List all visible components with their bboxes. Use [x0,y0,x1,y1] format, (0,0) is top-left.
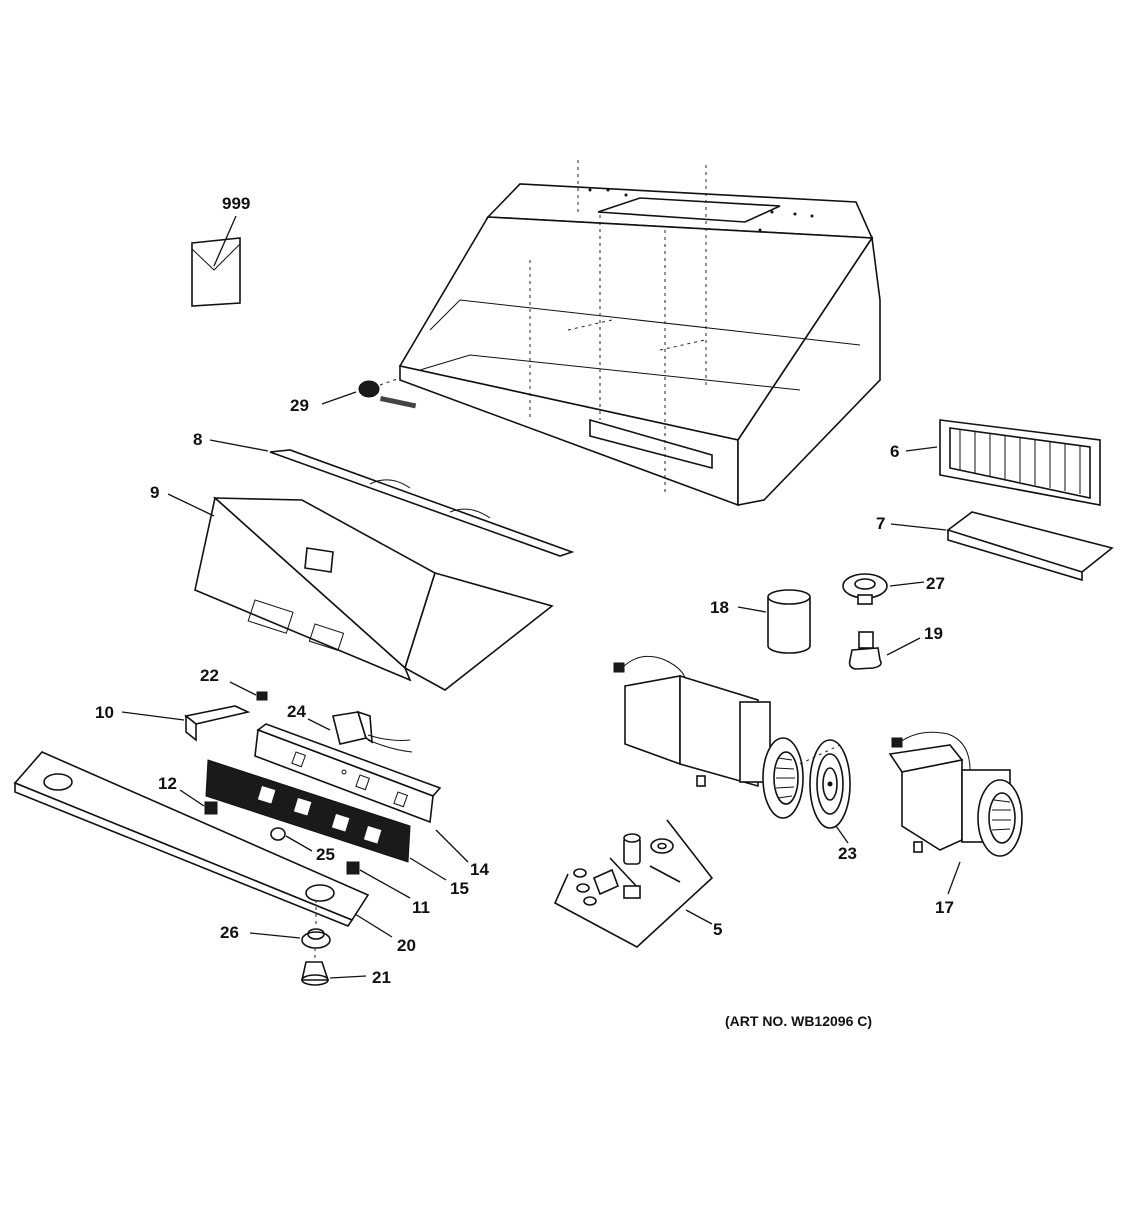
part-9-liner [167,493,554,691]
label-25: 25 [316,845,335,864]
part-11-switch [346,861,411,899]
hood-body [398,160,881,507]
part-5-hardware-kit [553,819,714,948]
art-number: (ART NO. WB12096 C) [725,1013,872,1029]
label-26: 26 [220,923,239,942]
part-6-filter [905,419,1101,506]
label-24: 24 [287,702,306,721]
label-17: 17 [935,898,954,917]
part-7-tray [890,511,1114,582]
part-29-badge [321,377,417,409]
label-18: 18 [710,598,729,617]
label-21: 21 [372,968,391,987]
label-29: 29 [290,396,309,415]
label-12: 12 [158,774,177,793]
part-8-panel [209,439,575,557]
label-8: 8 [193,430,202,449]
blower-assembly [613,655,804,819]
part-14-control-bracket [254,723,469,863]
label-20: 20 [397,936,416,955]
part-17-blower [888,731,1023,895]
label-999: 999 [222,194,250,213]
label-5: 5 [713,920,722,939]
part-18-capacitor [737,589,811,654]
label-23: 23 [838,844,857,863]
label-14: 14 [470,860,489,879]
part-20-rail [13,751,393,938]
label-10: 10 [95,703,114,722]
part-10-bracket [121,705,251,742]
part-23-wheel [799,739,851,844]
part-22-clip [229,681,268,701]
part-12-switch [179,789,218,815]
part-25-knob [270,827,313,852]
label-22: 22 [200,666,219,685]
part-21-knob [301,948,367,986]
label-19: 19 [924,624,943,643]
part-27-socket [842,573,925,605]
part-15-overlay [205,759,447,881]
label-15: 15 [450,879,469,898]
label-9: 9 [150,483,159,502]
label-6: 6 [890,442,899,461]
label-27: 27 [926,574,945,593]
label-11: 11 [412,898,430,917]
part-999-envelope [191,215,241,307]
part-19-bulb [848,631,921,670]
label-7: 7 [876,514,885,533]
part-26-knob-base [249,900,331,949]
part-24-transformer [307,710,413,753]
